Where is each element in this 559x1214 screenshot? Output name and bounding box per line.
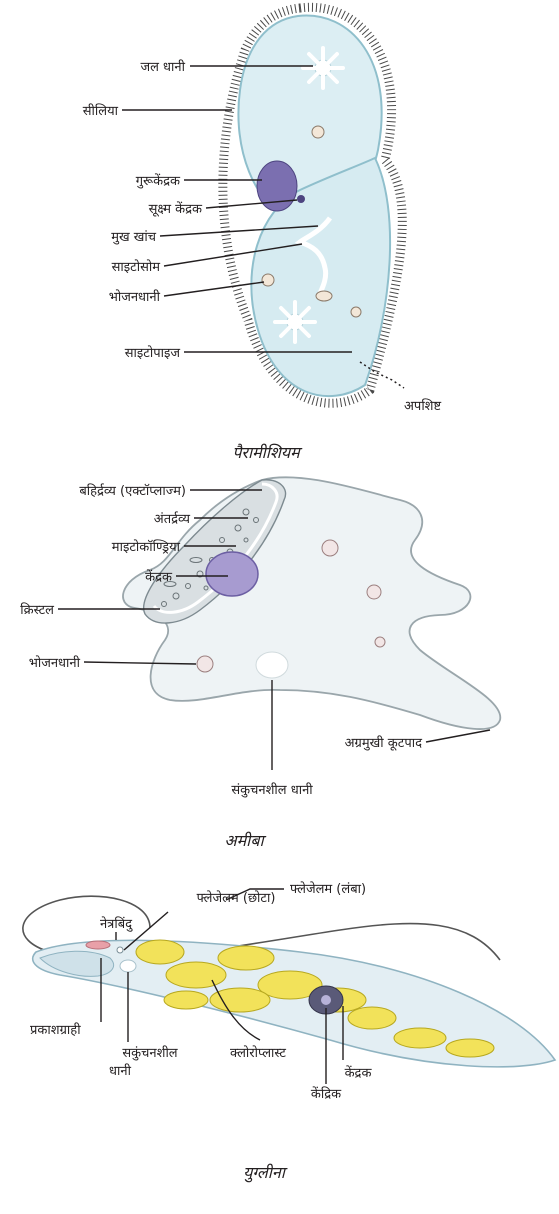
label-cytopyge: साइटोपाइज xyxy=(125,345,181,361)
amoeba-contractile-vacuole-shape xyxy=(256,652,288,678)
label-mitochondria: माइटोकॉण्ड्रिया xyxy=(112,539,181,555)
label-waste: अपशिष्ट xyxy=(404,398,442,414)
water-vacuole-bottom xyxy=(275,302,315,342)
label-euglena-contractile-vacuole-line1: सकुंचनशील xyxy=(122,1045,177,1061)
food-vacuole-a xyxy=(312,126,324,138)
label-water-vacuole: जल धानी xyxy=(140,59,185,75)
paramecium-diagram: जल धानी सीलिया गुरूकेंद्रक सूक्ष्म केंद्… xyxy=(83,7,442,462)
label-euglena-nucleus: केंद्रक xyxy=(345,1065,373,1081)
amoeba-nucleus-shape xyxy=(206,552,258,596)
label-crystal: क्रिस्टल xyxy=(20,602,54,618)
label-long-flagellum: फ्लेजेलम (लंबा) xyxy=(290,881,366,897)
label-eyespot: नेत्रबिंदु xyxy=(100,916,133,932)
label-nucleolus: केंद्रिक xyxy=(311,1086,342,1102)
food-vacuole-c xyxy=(351,307,361,317)
caption-paramecium: पैरामीशियम xyxy=(232,443,303,462)
caption-euglena: युग्लीना xyxy=(243,1163,288,1183)
label-amoeba-food-vacuole: भोजनधानी xyxy=(29,655,81,671)
water-vacuole-top xyxy=(303,48,343,88)
amoeba-food-vacuole-4 xyxy=(197,656,213,672)
photoreceptor-shape xyxy=(117,947,123,953)
label-food-vacuole: भोजनधानी xyxy=(109,289,161,305)
label-oral-groove: मुख खांच xyxy=(111,230,157,245)
leader-food-vacuole xyxy=(164,282,264,296)
micronucleus-shape xyxy=(297,195,305,203)
label-micronucleus: सूक्ष्म केंद्रक xyxy=(149,201,203,217)
label-cytostome: साइटोसोम xyxy=(112,259,161,275)
euglena-diagram: फ्लेजेलम (छोटा) फ्लेजेलम (लंबा) नेत्रबिं… xyxy=(23,881,555,1183)
amoeba-diagram: बहिर्द्रव्य (एक्टॉप्लाज्म) अंतर्द्रव्य म… xyxy=(20,477,500,850)
leader-pseudopod xyxy=(426,730,490,742)
label-contractile-vacuole: संकुचनशील धानी xyxy=(231,782,313,798)
label-short-flagellum: फ्लेजेलम (छोटा) xyxy=(197,890,276,906)
caption-amoeba: अमीबा xyxy=(224,831,266,850)
label-euglena-contractile-vacuole-line2: धानी xyxy=(109,1063,132,1079)
nucleolus-shape xyxy=(321,995,331,1005)
label-cilia: सीलिया xyxy=(83,103,119,119)
label-macronucleus: गुरूकेंद्रक xyxy=(136,173,181,189)
label-chloroplast: क्लोरोप्लास्ट xyxy=(230,1045,286,1061)
eyespot-shape xyxy=(86,941,110,949)
food-vacuole-b xyxy=(262,274,274,286)
label-photoreceptor: प्रकाशग्राही xyxy=(30,1022,81,1038)
label-amoeba-nucleus: केंद्रक xyxy=(145,569,173,585)
amoeba-food-vacuole-2 xyxy=(367,585,381,599)
cytostome-shape xyxy=(316,291,332,301)
amoeba-food-vacuole-1 xyxy=(322,540,338,556)
euglena-contractile-vacuole-shape xyxy=(120,960,136,972)
amoeba-food-vacuole-3 xyxy=(375,637,385,647)
label-endoplasm: अंतर्द्रव्य xyxy=(154,511,191,527)
label-ectoplasm: बहिर्द्रव्य (एक्टॉप्लाज्म) xyxy=(79,483,186,499)
label-pseudopod: अग्रमुखी कूटपाद xyxy=(345,735,423,751)
